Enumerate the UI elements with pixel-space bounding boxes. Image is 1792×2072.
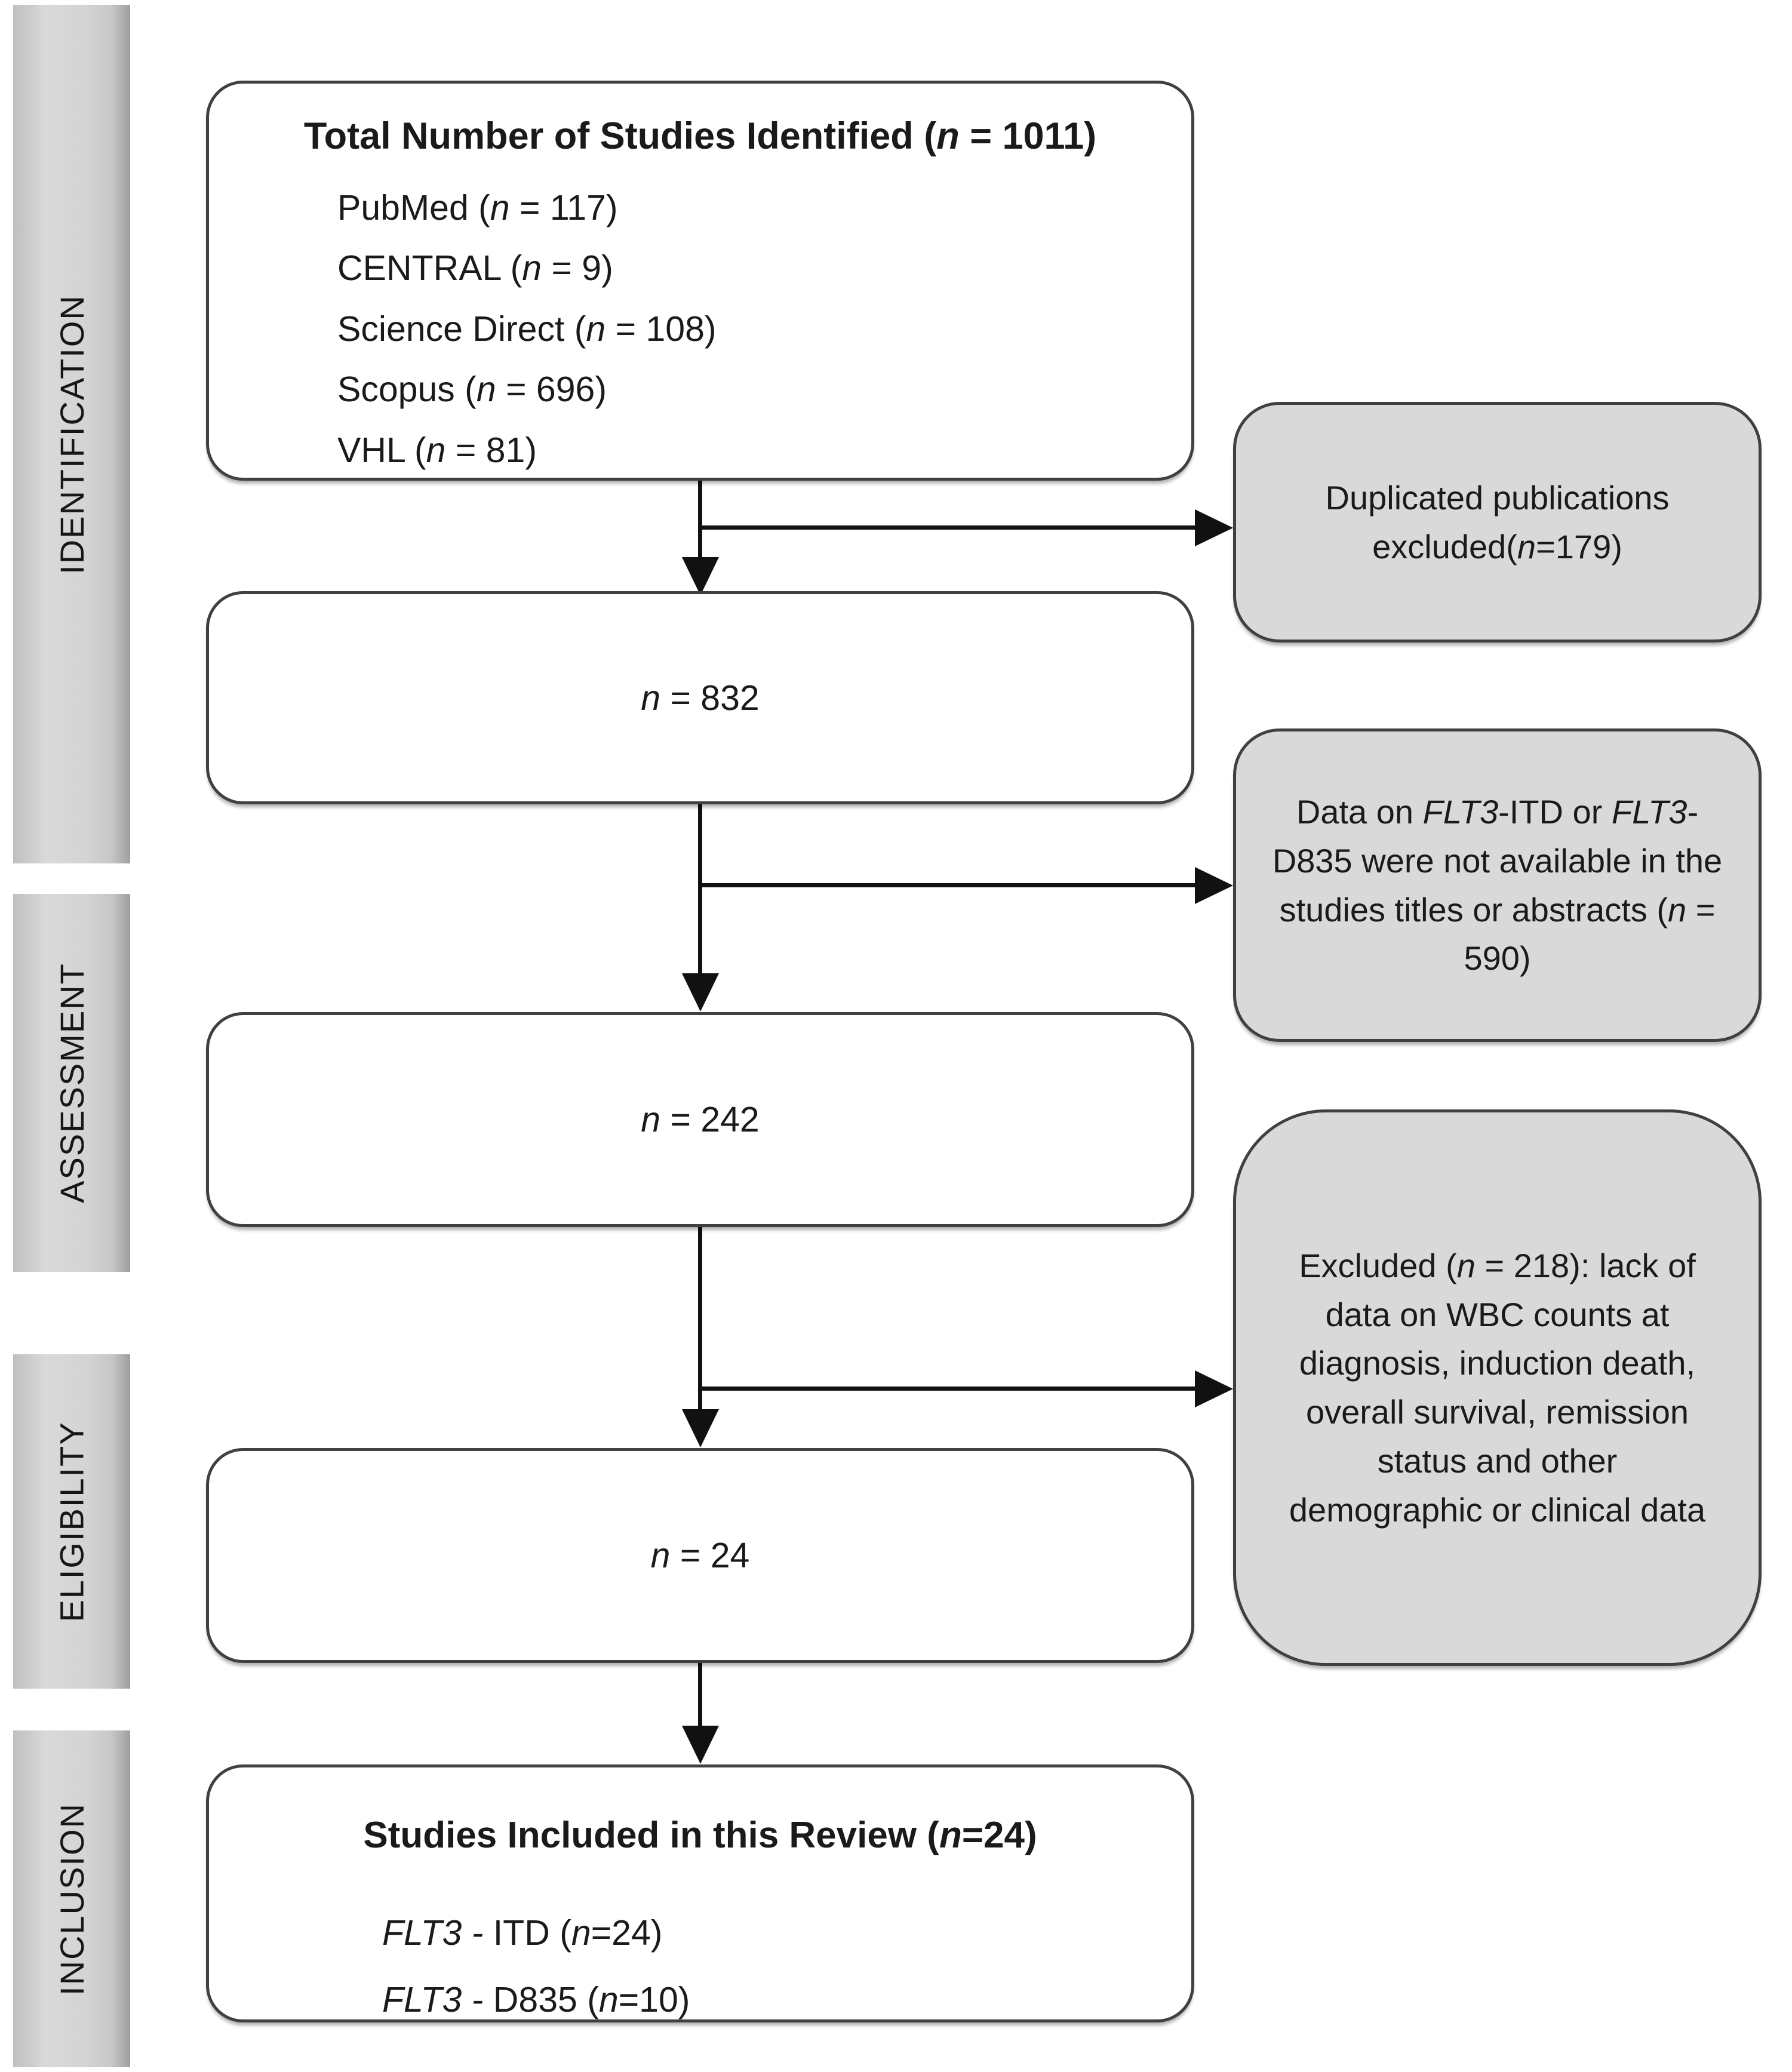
studies-identified-title: Total Number of Studies Identified (n = … <box>303 115 1097 157</box>
stage-band-identification: IDENTIFICATION <box>13 5 130 863</box>
stage-band-assessment: ASSESSMENT <box>13 894 130 1272</box>
not-available-excluded-text: Data on FLT3-ITD or FLT3-D835 were not a… <box>1272 793 1723 977</box>
arrow-down-icon <box>682 557 719 595</box>
arrow-down-icon <box>682 973 719 1012</box>
source-list: PubMed (n = 117) CENTRAL (n = 9) Science… <box>337 178 1191 481</box>
box-after-duplicates: n = 832 <box>206 591 1194 804</box>
stage-band-inclusion: INCLUSION <box>13 1730 130 2067</box>
box-studies-identified: Total Number of Studies Identified (n = … <box>206 81 1194 481</box>
connector-24-to-included <box>698 1663 702 1727</box>
source-item-pubmed: PubMed (n = 117) <box>337 188 618 228</box>
connector-242-to-24 <box>698 1227 702 1410</box>
connector-to-not-available-excluded <box>700 883 1201 887</box>
after-duplicates-count: n = 832 <box>641 678 760 718</box>
source-item-central: CENTRAL (n = 9) <box>337 248 613 288</box>
included-item-itd: FLT3 - ITD (n=24) <box>382 1913 663 1953</box>
arrow-down-icon <box>682 1409 719 1447</box>
connector-identified-to-832 <box>698 481 702 559</box>
stage-band-eligibility: ELIGIBILITY <box>13 1354 130 1689</box>
box-not-available-excluded: Data on FLT3-ITD or FLT3-D835 were not a… <box>1233 728 1762 1042</box>
after-eligibility-count: n = 24 <box>650 1536 750 1575</box>
arrow-down-icon <box>682 1726 719 1764</box>
included-item-d835: FLT3 - D835 (n=10) <box>382 1980 690 2020</box>
connector-832-to-242 <box>698 804 702 974</box>
stage-label-inclusion: INCLUSION <box>53 1802 91 1996</box>
included-list: FLT3 - ITD (n=24) FLT3 - D835 (n=10) <box>382 1899 1191 2033</box>
box-after-eligibility: n = 24 <box>206 1448 1194 1663</box>
box-lack-of-data-excluded: Excluded (n = 218): lack of data on WBC … <box>1233 1109 1762 1666</box>
box-after-screening: n = 242 <box>206 1012 1194 1227</box>
arrow-right-icon <box>1195 509 1233 546</box>
after-screening-count: n = 242 <box>641 1100 760 1139</box>
arrow-right-icon <box>1195 1370 1233 1407</box>
stage-label-assessment: ASSESSMENT <box>53 963 91 1203</box>
stage-label-eligibility: ELIGIBILITY <box>53 1421 91 1622</box>
stage-label-identification: IDENTIFICATION <box>53 294 91 574</box>
source-item-scopus: Scopus (n = 696) <box>337 370 607 410</box>
source-item-science-direct: Science Direct (n = 108) <box>337 309 717 349</box>
arrow-right-icon <box>1195 867 1233 904</box>
connector-to-duplicates-excluded <box>700 525 1201 530</box>
source-item-vhl: VHL (n = 81) <box>337 430 537 470</box>
box-duplicates-excluded: Duplicated publications excluded(n=179) <box>1233 402 1762 642</box>
box-studies-included: Studies Included in this Review (n=24) F… <box>206 1764 1194 2022</box>
lack-of-data-excluded-text: Excluded (n = 218): lack of data on WBC … <box>1289 1246 1706 1529</box>
connector-to-lack-of-data-excluded <box>700 1387 1201 1391</box>
studies-included-title: Studies Included in this Review (n=24) <box>363 1815 1037 1856</box>
duplicates-excluded-text: Duplicated publications excluded(n=179) <box>1325 478 1670 565</box>
